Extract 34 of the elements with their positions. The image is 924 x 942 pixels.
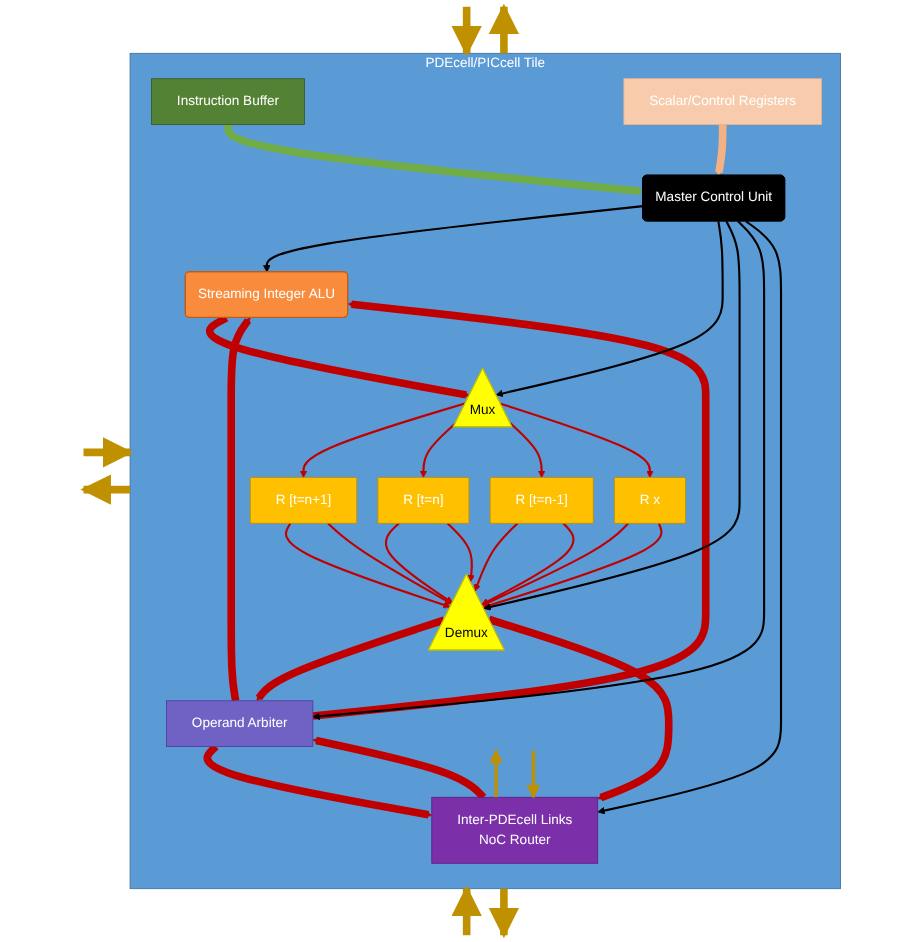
arrow — [481, 522, 575, 605]
arrow — [419, 422, 457, 478]
arrow — [488, 3, 520, 54]
arrow — [83, 437, 134, 468]
arrow — [327, 522, 453, 605]
arrow — [384, 522, 453, 604]
arrow — [263, 205, 644, 273]
arrow — [526, 750, 541, 799]
arrow — [500, 402, 654, 478]
arrow — [203, 743, 433, 819]
arrow — [206, 314, 470, 399]
arrow — [299, 402, 466, 478]
arrow — [451, 6, 482, 57]
arrow — [481, 522, 630, 606]
arrow — [224, 124, 644, 195]
arrow — [489, 749, 503, 798]
arrow — [80, 474, 131, 505]
arrow — [312, 736, 487, 800]
arrow — [495, 221, 724, 398]
arrow — [284, 522, 451, 609]
arrow — [446, 522, 475, 583]
arrow — [488, 888, 520, 939]
arrow — [483, 220, 741, 611]
arrow — [227, 317, 252, 702]
arrow — [312, 220, 766, 720]
arrow — [312, 300, 710, 720]
arrow — [715, 124, 727, 176]
arrow — [509, 422, 546, 478]
arrow — [488, 615, 673, 802]
arrow — [597, 220, 783, 815]
arrow — [473, 522, 519, 592]
arrow — [451, 885, 482, 936]
arrow — [482, 522, 663, 609]
arrow — [255, 616, 446, 702]
